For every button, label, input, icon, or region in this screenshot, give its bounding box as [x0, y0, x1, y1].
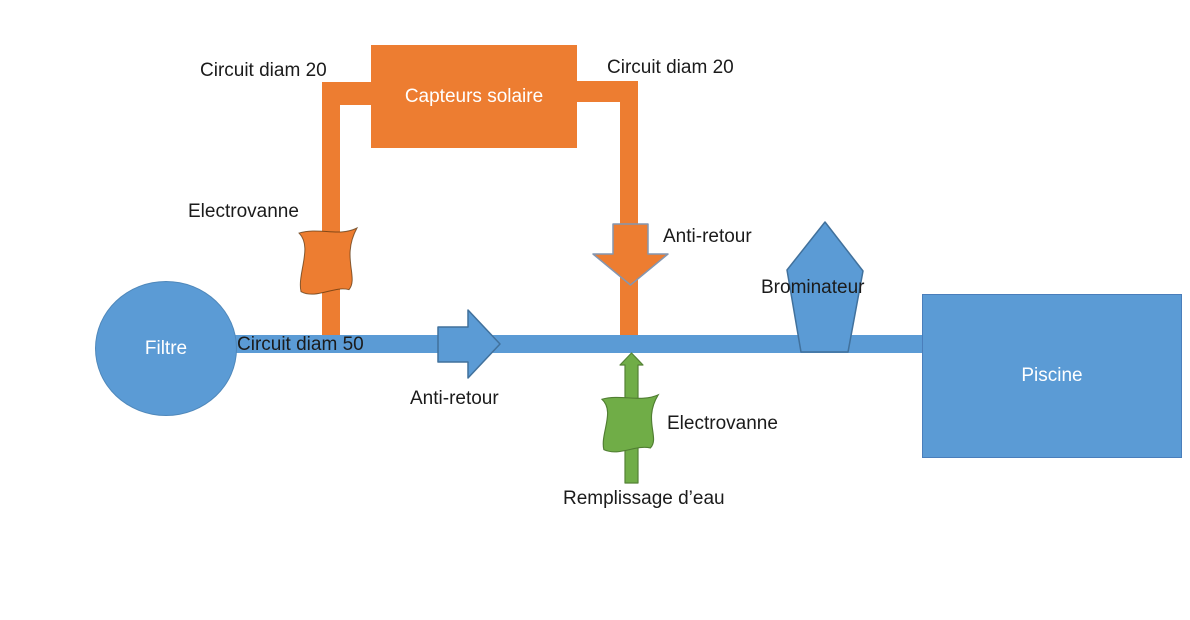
solar-collector-label: Capteurs solaire [404, 85, 544, 107]
label-electrovalve-solar: Electrovanne [188, 201, 299, 222]
label-antiretour-main: Anti-retour [410, 388, 499, 409]
electrovalve-fill-shape [601, 394, 659, 453]
pipe-circuit20-right-vertical [620, 81, 638, 338]
filter-circle: Filtre [95, 281, 237, 416]
label-circuit-diam20-left: Circuit diam 20 [200, 60, 327, 81]
label-circuit-diam20-right: Circuit diam 20 [607, 57, 734, 78]
filter-label: Filtre [144, 337, 188, 359]
pool-box: Piscine [922, 294, 1182, 458]
pipe-circuit50-main [198, 335, 922, 353]
label-electrovalve-fill: Electrovanne [667, 413, 778, 434]
solar-collector-box: Capteurs solaire [371, 45, 577, 148]
water-fill-up-arrow [619, 352, 644, 484]
pipe-circuit20-left-vertical [322, 82, 340, 338]
label-antiretour-solar: Anti-retour [663, 226, 752, 247]
label-water-fill: Remplissage d’eau [563, 488, 725, 509]
pool-label: Piscine [1021, 365, 1083, 386]
label-brominator: Brominateur [761, 277, 865, 298]
label-circuit-diam50: Circuit diam 50 [237, 334, 364, 355]
